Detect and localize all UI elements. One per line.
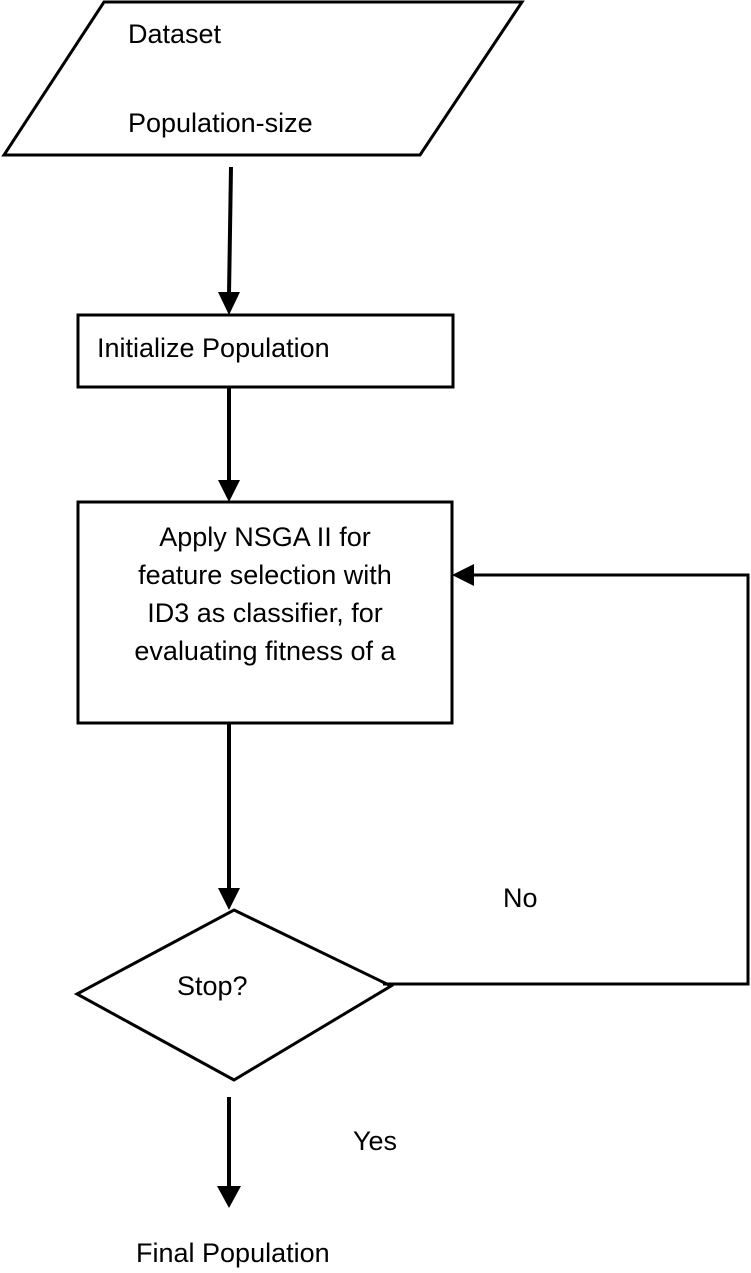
decision-diamond <box>73 908 395 1082</box>
init-label: Initialize Population <box>97 333 330 363</box>
input-label-dataset: Dataset <box>128 19 222 49</box>
arrow-input-to-init <box>218 166 240 315</box>
arrow-no-loop <box>383 564 750 986</box>
process-line-2: feature selection with <box>138 560 392 590</box>
input-label-population-size: Population-size <box>128 108 313 138</box>
arrow-process-to-decision <box>218 723 240 910</box>
arrow-yes-to-output <box>217 1097 241 1208</box>
arrow-init-to-process <box>218 387 240 502</box>
init-box <box>76 313 455 389</box>
edge-label-yes: Yes <box>353 1126 398 1156</box>
process-box <box>76 500 454 725</box>
process-line-1: Apply NSGA II for <box>159 522 371 552</box>
input-parallelogram <box>1 0 525 157</box>
process-line-3: ID3 as classifier, for <box>147 598 383 628</box>
decision-label: Stop? <box>177 971 248 1001</box>
output-label: Final Population <box>136 1238 330 1268</box>
edge-label-no: No <box>503 883 538 913</box>
process-text: Apply NSGA II for feature selection with… <box>78 518 452 670</box>
process-line-4: evaluating fitness of a <box>134 636 396 666</box>
